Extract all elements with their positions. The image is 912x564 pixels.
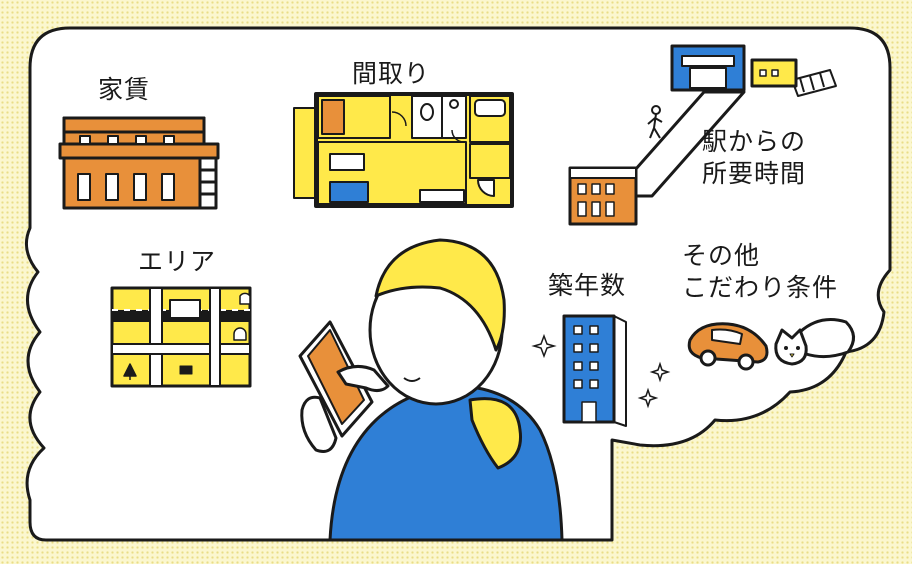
rent-label: 家賃 [98, 75, 151, 104]
station-route-icon [568, 44, 837, 226]
map-icon [110, 286, 252, 388]
other-label-line1: その他 [682, 241, 761, 270]
building-age-label: 築年数 [548, 271, 627, 300]
station-time-label-line1: 駅からの [702, 127, 807, 156]
floor-plan-label: 間取り [352, 59, 431, 88]
station-time-label-line2: 所要時間 [702, 159, 807, 188]
sparkle-icon [531, 333, 671, 409]
car-icon [687, 322, 769, 371]
tall-building-icon [562, 314, 627, 427]
other-label-line2: こだわり条件 [682, 273, 839, 302]
cat-icon [774, 318, 855, 366]
area-label: エリア [138, 247, 217, 276]
apartment-icon [58, 116, 220, 210]
woman-figure [298, 238, 564, 542]
floor-plan-icon [293, 92, 514, 208]
